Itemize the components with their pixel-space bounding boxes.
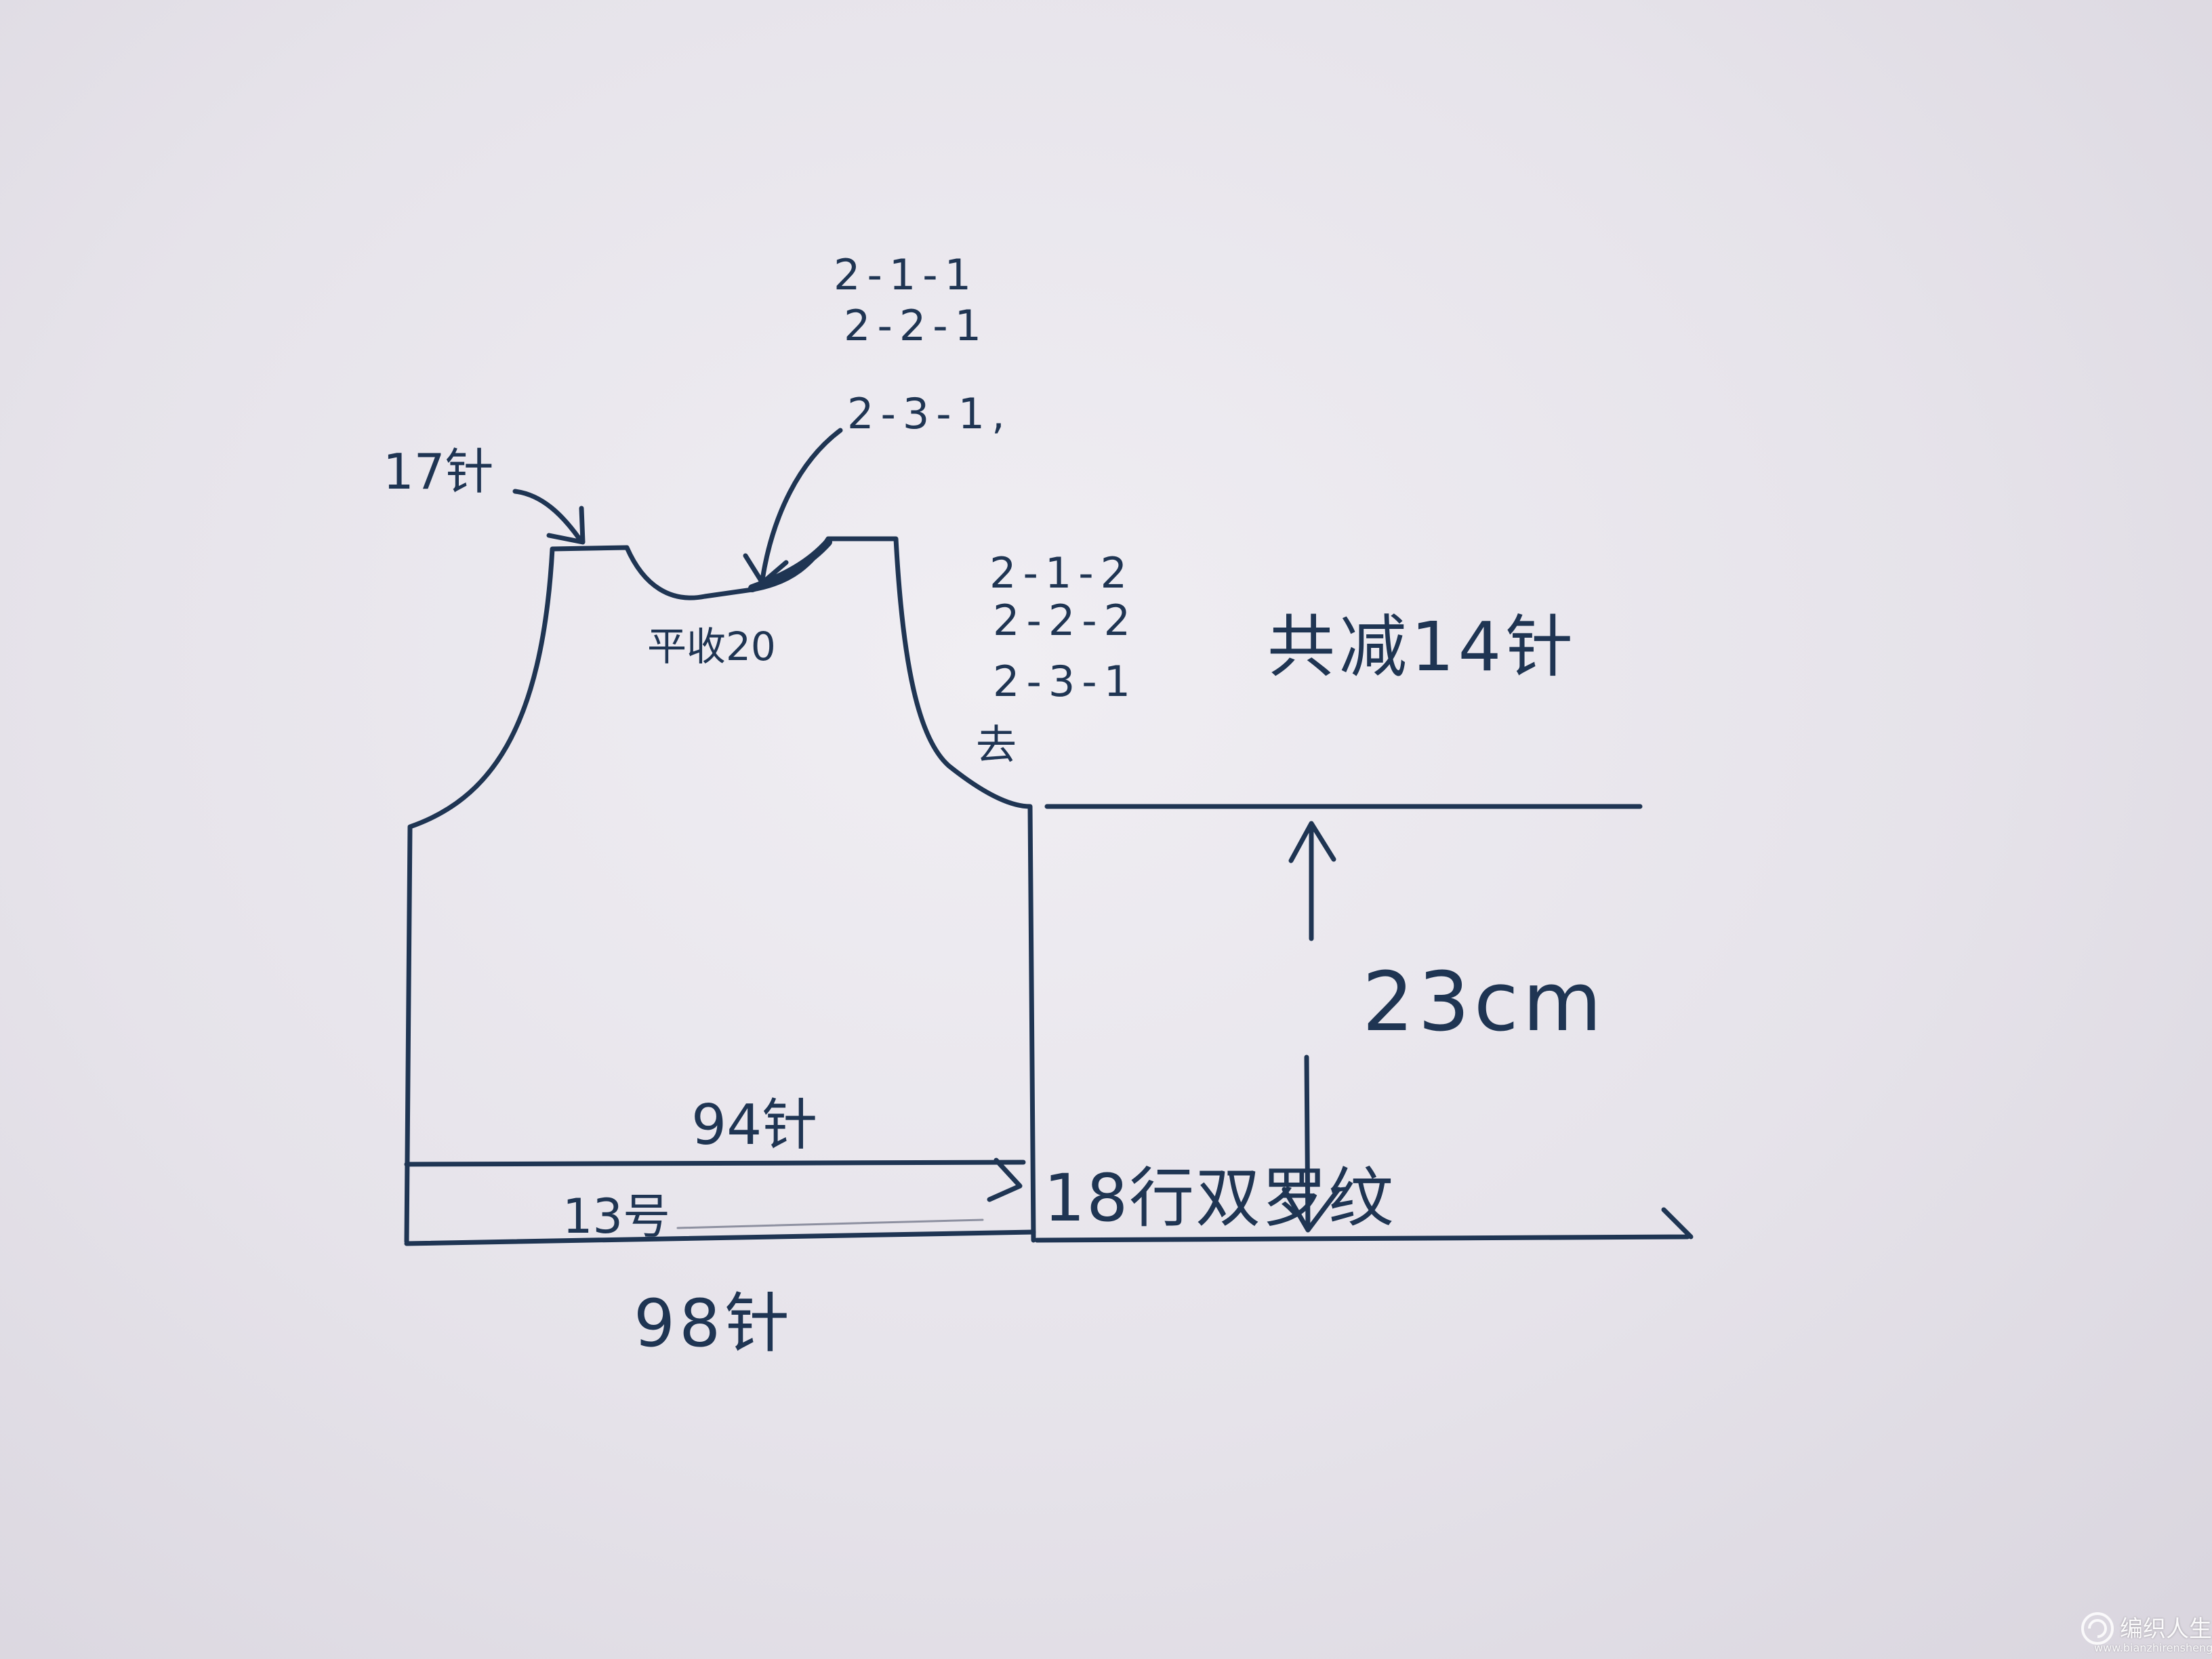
- shoulder-stitches-label: 17针: [383, 443, 494, 500]
- rib-arrow: [987, 1158, 1023, 1202]
- spiral-logo-icon: [2081, 1612, 2114, 1645]
- ribbing-bottom-line: [404, 1229, 1036, 1246]
- watermark-url: www.bianzhirensheng.com: [2094, 1641, 2212, 1654]
- cast-on-stitches-label: 98针: [634, 1286, 794, 1361]
- ribbing-needle-label: 13号: [562, 1189, 671, 1244]
- armhole-step-2-label: 2-2-2: [993, 596, 1138, 645]
- neck-step-3-label: 2-3-1,: [847, 389, 1012, 438]
- neck-step-1-label: 2-1-1: [834, 250, 979, 300]
- ribbing-top-line: [404, 1160, 1026, 1167]
- pencil-guide-line: [676, 1218, 984, 1229]
- height-arrow-down: [1282, 1054, 1341, 1233]
- ribbing-rows-label: 18行双罗纹: [1044, 1160, 1395, 1236]
- shoulder-arrow: [512, 489, 586, 545]
- body-height-label: 23cm: [1362, 956, 1606, 1050]
- neck-arrow: [743, 428, 843, 586]
- height-arrow-up: [1288, 821, 1336, 941]
- watermark-site-name: 编织人生: [2120, 1616, 2212, 1643]
- armhole-total-label: 共减14针: [1267, 607, 1578, 687]
- neck-bind-off-label: 平收20: [647, 623, 776, 670]
- hem-level-line: [1034, 1207, 1694, 1243]
- body-stitches-label: 94针: [691, 1093, 818, 1158]
- garment-outline: [404, 536, 1036, 1244]
- armhole-note-label: 去: [976, 722, 1017, 769]
- armhole-step-3-label: 2-3-1: [993, 657, 1138, 706]
- neck-curve-stroke: [748, 538, 832, 592]
- neck-step-2-label: 2-2-1: [844, 301, 989, 350]
- armhole-step-1-label: 2-1-2: [989, 548, 1134, 598]
